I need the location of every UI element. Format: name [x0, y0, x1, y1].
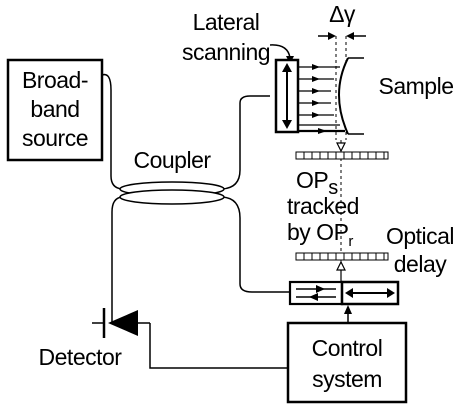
- ops-scale-bar: [295, 151, 389, 160]
- broadband-source-box: Broad- band source: [6, 58, 104, 162]
- source-label-line2: band: [30, 96, 79, 122]
- opr-scale-bar: [295, 252, 389, 261]
- lateral-label-line2: scanning: [182, 39, 270, 65]
- optical-delay-line: [288, 280, 400, 306]
- scan-down-arrowhead: [282, 120, 292, 129]
- tracking-axis: [336, 140, 346, 282]
- opr-subscript: r: [348, 233, 353, 250]
- delta-gamma-label: Δγ: [329, 1, 356, 27]
- lateral-scanning-label: Lateral scanning: [182, 9, 294, 65]
- coupler: Coupler: [119, 147, 225, 205]
- svg-text:by OPr: by OPr: [287, 219, 353, 250]
- detector-label: Detector: [39, 344, 123, 370]
- source-fiber: [101, 73, 123, 190]
- detector-diode-triangle: [108, 310, 138, 336]
- lateral-pointer-arrow: [269, 44, 291, 59]
- reference-arm-fiber: [221, 196, 290, 293]
- coupler-label: Coupler: [133, 147, 211, 173]
- scanning-beams: [298, 64, 345, 134]
- sample: Sample: [338, 57, 454, 135]
- tracked-label-line1: tracked: [287, 193, 359, 219]
- source-label-line3: source: [22, 125, 88, 151]
- control-to-delay-arrow: [344, 305, 352, 322]
- optical-label-line2: delay: [394, 251, 447, 277]
- detector-diode: Detector: [39, 308, 150, 370]
- opr-arrowhead: [336, 260, 346, 271]
- scan-up-arrowhead: [282, 63, 292, 72]
- optical-label-line1: Optical: [386, 223, 454, 249]
- detector-control-wire: [149, 323, 288, 369]
- sample-label: Sample: [379, 73, 454, 99]
- ops-label: OP: [296, 167, 328, 193]
- optical-delay-label: Optical delay: [386, 223, 455, 277]
- ops-arrowhead: [336, 142, 346, 153]
- sample-arm-fiber: [221, 95, 270, 190]
- svg-text:OPs: OPs: [296, 167, 338, 199]
- control-system-box: Control system: [286, 321, 408, 404]
- lateral-label-line1: Lateral: [193, 9, 260, 35]
- detector-fiber: [111, 196, 123, 322]
- control-label-line1: Control: [312, 335, 383, 361]
- tracking-text: OPs tracked by OPr: [287, 167, 359, 250]
- scanning-lens: [274, 58, 300, 134]
- control-label-line2: system: [312, 366, 382, 392]
- tracked-label-line2: by OP: [287, 219, 349, 245]
- source-label-line1: Broad-: [22, 67, 88, 93]
- ops-subscript: s: [328, 177, 338, 199]
- fiber-lines: [101, 73, 290, 322]
